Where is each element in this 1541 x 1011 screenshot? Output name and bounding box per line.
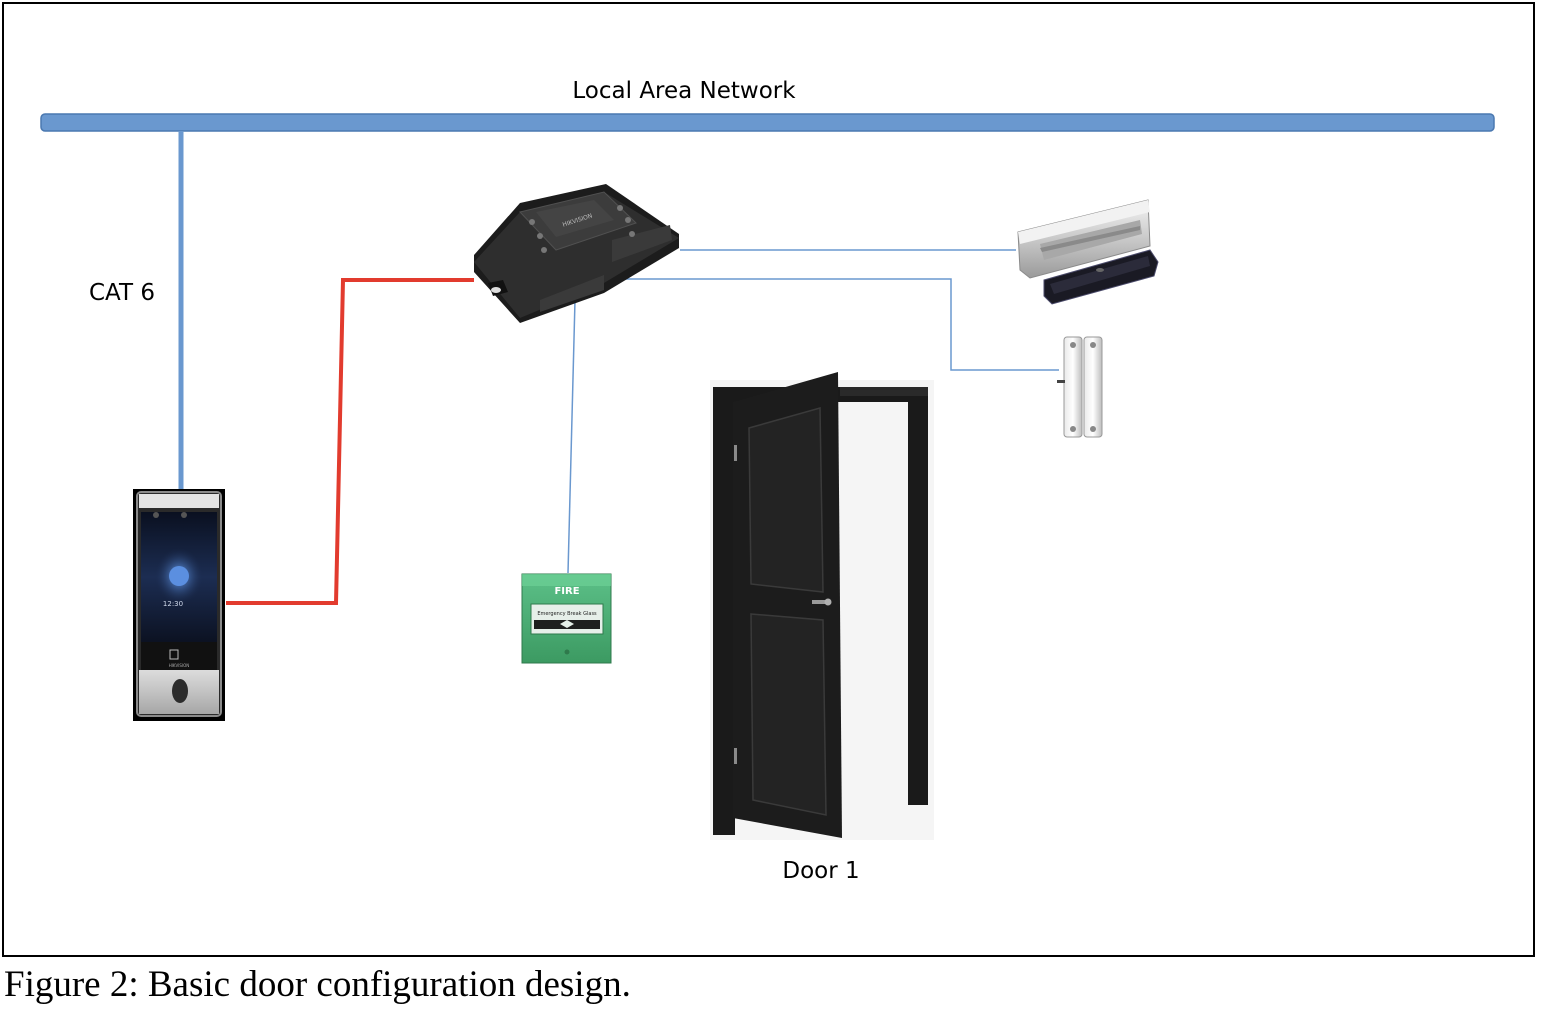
face-recognition-terminal-icon: 12:30 HIKVISION xyxy=(133,489,225,721)
lan-label: Local Area Network xyxy=(572,78,796,104)
cat6-label: CAT 6 xyxy=(89,280,155,306)
controller-to-firepoint-wire xyxy=(567,299,576,574)
terminal-to-controller-cable xyxy=(226,278,474,605)
door-controller-icon: HIKVISION xyxy=(474,184,679,323)
terminal-time: 12:30 xyxy=(163,600,183,608)
door-contact-sensor-icon xyxy=(1057,336,1103,438)
magnetic-lock-icon xyxy=(1017,199,1159,305)
fire-title: FIRE xyxy=(554,586,579,597)
fire-break-glass-icon: FIRE Emergency Break Glass xyxy=(521,573,612,664)
fire-instruction: Emergency Break Glass xyxy=(537,611,597,617)
figure-caption: Figure 2: Basic door configuration desig… xyxy=(4,964,631,1005)
door-label: Door 1 xyxy=(782,858,859,884)
door-icon xyxy=(710,372,934,840)
diagram-canvas: Local Area Network CAT 6 12:30 HIKVISION… xyxy=(40,78,1495,884)
controller-to-sensor-wire xyxy=(612,278,1059,371)
terminal-brand: HIKVISION xyxy=(169,663,190,668)
lan-bus xyxy=(40,113,1495,132)
